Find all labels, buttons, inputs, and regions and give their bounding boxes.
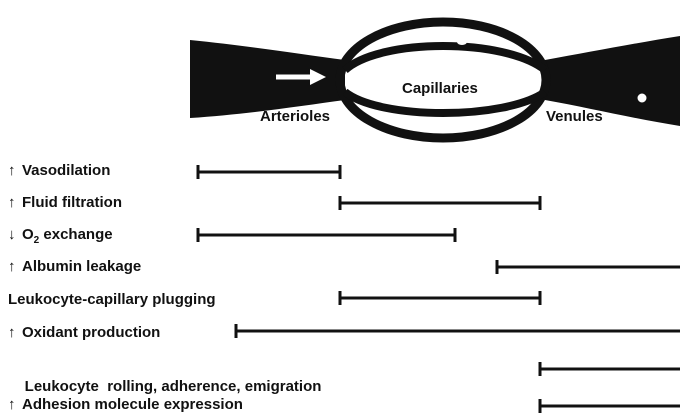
row-label-adhesion-molecule-expression: ↑Adhesion molecule expression — [8, 396, 243, 414]
blood-cell — [434, 105, 442, 109]
increase-arrow-icon: ↑ — [8, 258, 22, 276]
capillaries-label: Capillaries — [402, 80, 478, 97]
row-label-vasodilation: ↑Vasodilation — [8, 162, 110, 180]
venules-label: Venules — [546, 108, 603, 125]
row-label-leukocyte-capillary-plugging: Leukocyte-capillary plugging — [8, 291, 216, 309]
increase-arrow-icon: ↑ — [8, 396, 22, 414]
increase-arrow-icon: ↑ — [8, 162, 22, 180]
row-label-oxidant-production: ↑Oxidant production — [8, 324, 160, 342]
capillary-upper-branch — [345, 46, 545, 70]
row-label-albumin-leakage: ↑Albumin leakage — [8, 258, 141, 276]
row-label-fluid-filtration: ↑Fluid filtration — [8, 194, 122, 212]
arterioles-label: Arterioles — [260, 108, 330, 125]
row-label-o2-exchange: ↓O2 exchange — [8, 226, 113, 246]
increase-arrow-icon: ↑ — [8, 324, 22, 342]
blood-cell — [357, 68, 365, 74]
blood-cell — [457, 39, 467, 45]
decrease-arrow-icon: ↓ — [8, 226, 22, 244]
increase-arrow-icon: ↑ — [8, 194, 22, 212]
leukocyte — [637, 93, 647, 103]
